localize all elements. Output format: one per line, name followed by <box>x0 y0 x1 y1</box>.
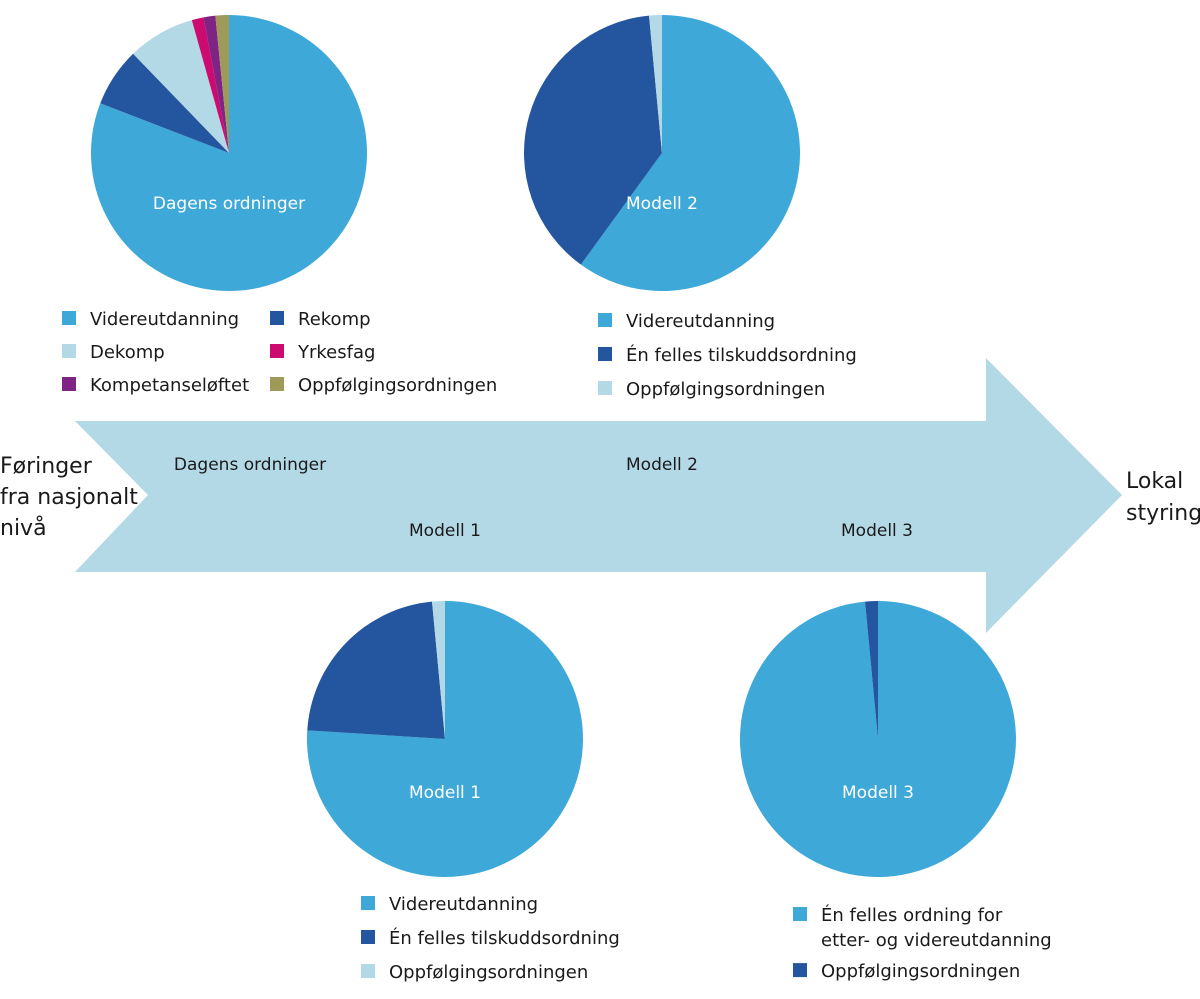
pie-modell-2: Modell 2 Videreutdanning Én felles tilskud… <box>524 14 857 400</box>
pie-slice-n-felles-tilskuddsordning <box>307 601 445 739</box>
legend-label-n-felles-tilskuddsordning: Én felles tilskuddsordning <box>626 344 857 366</box>
pie-slice-yrkesfag <box>191 17 229 153</box>
pie-slice-oppf-lgingsordningen <box>432 601 445 739</box>
legend-label-videreutdanning: Videreutdanning <box>389 894 538 915</box>
legend-label-kompetansel-ftet: Kompetanseløftet <box>90 375 249 396</box>
pie-slice-oppf-lgingsordningen <box>649 14 662 153</box>
legend-label-yrkesfag: Yrkesfag <box>297 342 375 363</box>
arrow-label-modell-2: Modell 2 <box>626 455 698 475</box>
legend-swatch <box>270 344 284 358</box>
right-label-line-2: styring <box>1126 501 1200 526</box>
legend-swatch <box>361 930 375 944</box>
pie-slice-videreutdanning <box>306 601 583 878</box>
legend-label-videreutdanning: Videreutdanning <box>90 309 239 330</box>
legend: Videreutdanning Én felles tilskuddsordnin… <box>361 894 620 983</box>
pie-title: Modell 2 <box>626 194 698 214</box>
legend-swatch <box>361 964 375 978</box>
arrow-label-modell-1: Modell 1 <box>409 521 481 541</box>
legend-swatch <box>62 377 76 391</box>
legend-swatch <box>598 381 612 395</box>
steering-arrow <box>75 358 1122 633</box>
pie-slice-oppf-lgingsordningen <box>865 601 878 739</box>
pie-title: Dagens ordninger <box>153 194 305 214</box>
legend-label-oppf-lgingsordningen: Oppfølgingsordningen <box>389 962 588 983</box>
legend-label-oppf-lgingsordningen: Oppfølgingsordningen <box>626 379 825 400</box>
arrow-labels: Dagens ordninger Modell 2 Modell 1 Model… <box>174 455 913 541</box>
pie-slice-n-felles-tilskuddsordning <box>524 15 662 265</box>
legend-swatch <box>270 377 284 391</box>
arrow-label-dagens: Dagens ordninger <box>174 455 326 475</box>
pie-title: Modell 1 <box>409 783 481 803</box>
pie-slice-dekomp <box>133 20 229 153</box>
legend-swatch <box>598 347 612 361</box>
legend-swatch <box>793 963 807 978</box>
legend-label-oppf-lgingsordningen: Oppfølgingsordningen <box>298 375 497 396</box>
arrow-label-modell-3: Modell 3 <box>841 521 913 541</box>
right-label-line-1: Lokal <box>1126 469 1183 494</box>
legend-swatch <box>270 311 284 325</box>
left-axis-label: Føringer fra nasjonalt nivå <box>0 454 138 541</box>
legend-label-videreutdanning: Videreutdanning <box>626 311 775 332</box>
pie-slice-rekomp <box>100 53 230 153</box>
left-label-line-1: Føringer <box>0 454 93 479</box>
legend-swatch <box>62 344 76 358</box>
legend: Videreutdanning Én felles tilskuddsordnin… <box>598 311 857 400</box>
legend-swatch <box>598 313 612 327</box>
pie-slice-n-felles-ordning-for-etter-og-videreutdanning <box>739 601 1016 877</box>
pie-modell-1: Modell 1 Videreutdanning Én felles tilskud… <box>306 601 620 983</box>
left-label-line-2: fra nasjonalt <box>0 485 138 510</box>
legend-label-n-felles-tilskuddsordning: Én felles tilskuddsordning <box>389 927 620 949</box>
pie-slice-videreutdanning <box>580 15 801 291</box>
pie-slice-oppf-lgingsordningen <box>215 15 229 153</box>
legend-swatch <box>62 311 76 325</box>
left-label-line-3: nivå <box>0 515 47 541</box>
pie-slice-kompetansel-ftet <box>203 15 229 154</box>
legend-label-oppf-lgingsordningen: Oppfølgingsordningen <box>821 961 1020 982</box>
right-axis-label: Lokal styring <box>1126 469 1200 526</box>
pie-slice-videreutdanning <box>90 15 367 291</box>
legend-label-dekomp: Dekomp <box>90 342 165 363</box>
pie-title: Modell 3 <box>842 783 914 803</box>
legend-swatch <box>361 896 375 910</box>
legend-label-rekomp: Rekomp <box>298 309 371 330</box>
legend-swatch <box>793 907 807 921</box>
